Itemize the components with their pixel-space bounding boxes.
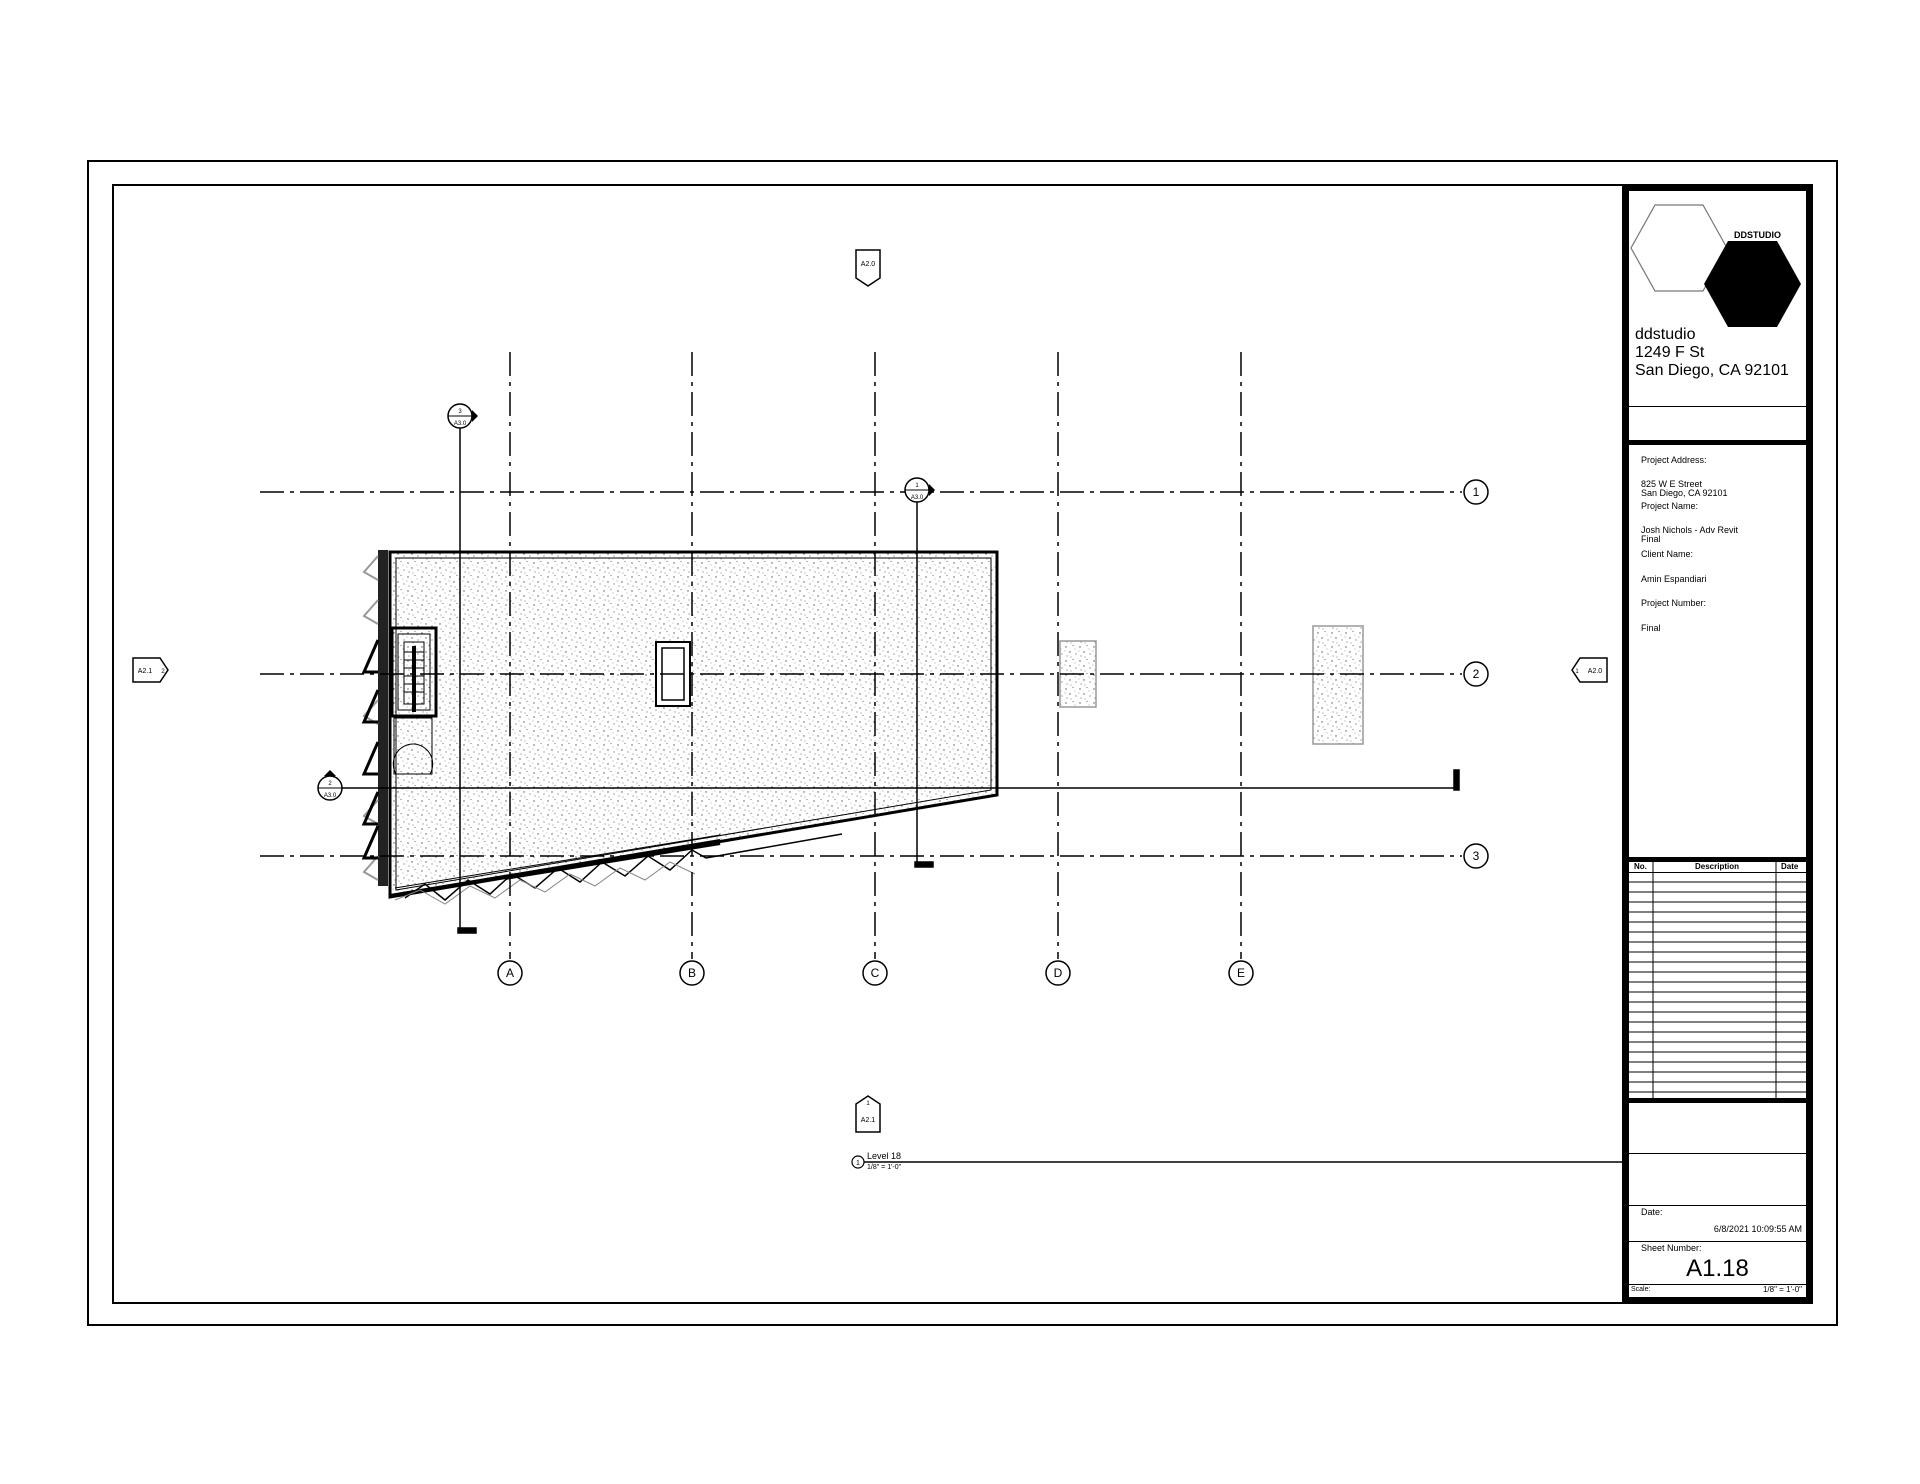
view-title: 1 Level 18 1/8" = 1'-0" — [851, 1151, 1622, 1171]
stair-core — [390, 626, 438, 775]
divider — [1629, 1241, 1806, 1242]
svg-text:2: 2 — [328, 781, 332, 787]
svg-text:Level 18: Level 18 — [867, 1151, 901, 1161]
project-name-line2: Final — [1641, 534, 1661, 544]
elevation-marker-bottom: 1 A2.1 — [855, 1095, 881, 1133]
client-name-value: Amin Espandiari — [1641, 574, 1707, 584]
project-number-value: Final — [1641, 623, 1661, 633]
column-e2 — [1312, 625, 1364, 745]
svg-text:A3.0: A3.0 — [454, 421, 467, 427]
svg-text:1: 1 — [856, 1160, 860, 1167]
svg-text:A: A — [506, 966, 514, 980]
firm-address-line2: San Diego, CA 92101 — [1635, 362, 1789, 379]
divider — [1629, 1205, 1806, 1206]
project-number-label: Project Number: — [1641, 598, 1707, 608]
scale-value: 1/8" = 1'-0" — [1762, 1285, 1802, 1294]
section-marker-3: 2 A3.0 — [317, 770, 343, 801]
logo-text: DDSTUDIO — [1734, 230, 1781, 240]
svg-text:2: 2 — [161, 669, 165, 675]
svg-text:D: D — [1054, 966, 1063, 980]
revision-header-row: No. Description Date — [1629, 862, 1806, 873]
svg-text:3: 3 — [458, 409, 462, 415]
grid-bubble-col-c: C — [862, 960, 888, 986]
grid-bubble-row-2: 2 — [1463, 661, 1489, 687]
svg-text:1/8" = 1'-0": 1/8" = 1'-0" — [867, 1164, 902, 1171]
title-block-inner: DDSTUDIO ddstudio 1249 F St San Diego, C… — [1629, 191, 1806, 1297]
revision-col-no: No. — [1634, 862, 1647, 871]
divider — [1629, 1284, 1806, 1285]
project-address-line1: 825 W E Street — [1641, 479, 1703, 489]
svg-text:E: E — [1237, 966, 1245, 980]
grid-bubble-row-3: 3 — [1463, 843, 1489, 869]
revision-col-date: Date — [1781, 862, 1799, 871]
title-block: DDSTUDIO ddstudio 1249 F St San Diego, C… — [1622, 184, 1813, 1304]
divider — [1629, 406, 1806, 407]
section-marker-2: 1 A3.0 — [904, 477, 935, 503]
svg-text:C: C — [871, 966, 880, 980]
grid-bubble-col-b: B — [679, 960, 705, 986]
svg-text:1: 1 — [866, 1101, 870, 1107]
svg-text:A3.0: A3.0 — [324, 793, 337, 799]
svg-text:1: 1 — [915, 483, 919, 489]
divider — [1629, 440, 1806, 445]
svg-text:A2.1: A2.1 — [138, 668, 153, 675]
project-address-line2: San Diego, CA 92101 — [1641, 488, 1728, 498]
scale-label: Scale: — [1631, 1286, 1651, 1293]
divider — [1629, 1098, 1806, 1103]
date-label: Date: — [1641, 1207, 1663, 1217]
grid-lines-vertical — [509, 352, 1242, 959]
section-marker-1: 3 A3.0 — [447, 403, 478, 429]
grid-bubble-col-d: D — [1045, 960, 1071, 986]
elevation-marker-left: A2.1 2 — [132, 657, 169, 683]
svg-text:A2.0: A2.0 — [861, 261, 876, 268]
svg-text:A2.1: A2.1 — [861, 1117, 876, 1124]
revision-grid — [1629, 862, 1806, 1098]
west-facade-wall — [361, 550, 388, 886]
divider — [1629, 857, 1806, 862]
svg-text:3: 3 — [1473, 849, 1480, 863]
svg-text:1: 1 — [1473, 485, 1480, 499]
section-lines — [330, 428, 1460, 934]
svg-text:1: 1 — [1575, 669, 1579, 675]
revision-col-description: Description — [1695, 862, 1740, 871]
floor-slab — [388, 550, 999, 899]
divider — [1629, 1153, 1806, 1154]
elevation-marker-right: 1 A2.0 — [1571, 657, 1608, 683]
firm-name: ddstudio — [1635, 326, 1696, 343]
grid-bubble-col-e: E — [1228, 960, 1254, 986]
sheet-number-label: Sheet Number: — [1641, 1243, 1702, 1253]
date-value: 6/8/2021 10:09:55 AM — [1713, 1224, 1802, 1234]
svg-text:B: B — [688, 966, 696, 980]
ddstudio-logo: DDSTUDIO — [1630, 204, 1801, 327]
project-address-label: Project Address: — [1641, 455, 1707, 465]
grid-bubble-row-1: 1 — [1463, 479, 1489, 505]
elevation-marker-top: A2.0 — [855, 249, 881, 287]
client-name-label: Client Name: — [1641, 549, 1694, 559]
svg-text:2: 2 — [1473, 667, 1480, 681]
project-name-label: Project Name: — [1641, 501, 1699, 511]
svg-text:A2.0: A2.0 — [1588, 668, 1603, 675]
south-curtain-wall — [389, 833, 843, 905]
sheet-number-value: A1.18 — [1686, 1255, 1749, 1282]
project-name-line1: Josh Nichols - Adv Revit — [1641, 525, 1739, 535]
revision-table: No. Description Date — [1629, 862, 1806, 1098]
svg-text:A3.0: A3.0 — [911, 495, 924, 501]
grid-bubble-col-a: A — [497, 960, 523, 986]
firm-address-line1: 1249 F St — [1635, 344, 1705, 361]
sheet-outer-border — [87, 160, 1838, 1326]
